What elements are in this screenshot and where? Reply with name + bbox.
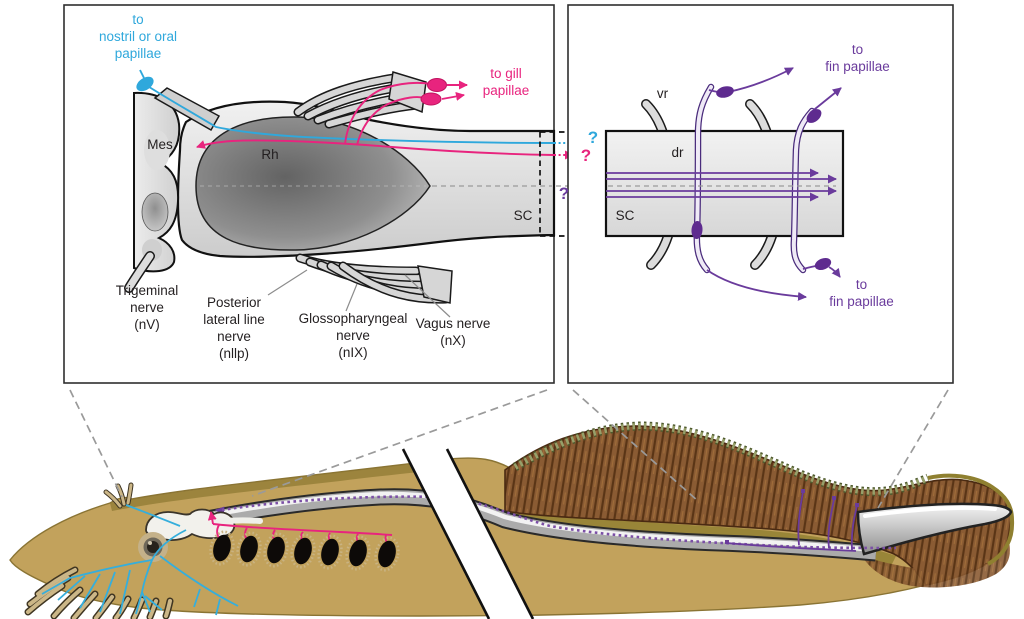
- mesencephalon-shape: [133, 91, 181, 273]
- cyan-neuron: [136, 69, 555, 144]
- body-break-band: [401, 448, 535, 619]
- cyan-cell-body: [136, 76, 154, 92]
- spinal-nerve-dotted-line: [221, 495, 897, 550]
- zoom-connector-lines: [69, 389, 949, 509]
- gill-region: [207, 511, 400, 572]
- ventral-root-fan: [295, 253, 453, 304]
- hagfish-illustration: [9, 421, 1015, 619]
- brain-panel: [63, 4, 556, 384]
- pink-neurons: [196, 78, 555, 156]
- spinal-cord-panel: [567, 4, 954, 384]
- fish-spinal-cord: [164, 488, 1013, 562]
- fin-nerves: [725, 489, 859, 552]
- gill-openings: [209, 530, 400, 572]
- rhombencephalon-shape: [195, 116, 431, 251]
- spinal-cord-box: [604, 129, 845, 238]
- fin-neurons: [691, 67, 842, 301]
- pink-cell-body: [427, 78, 447, 92]
- pink-cell-body: [420, 92, 442, 106]
- cyan-nerve-tree: [41, 504, 239, 616]
